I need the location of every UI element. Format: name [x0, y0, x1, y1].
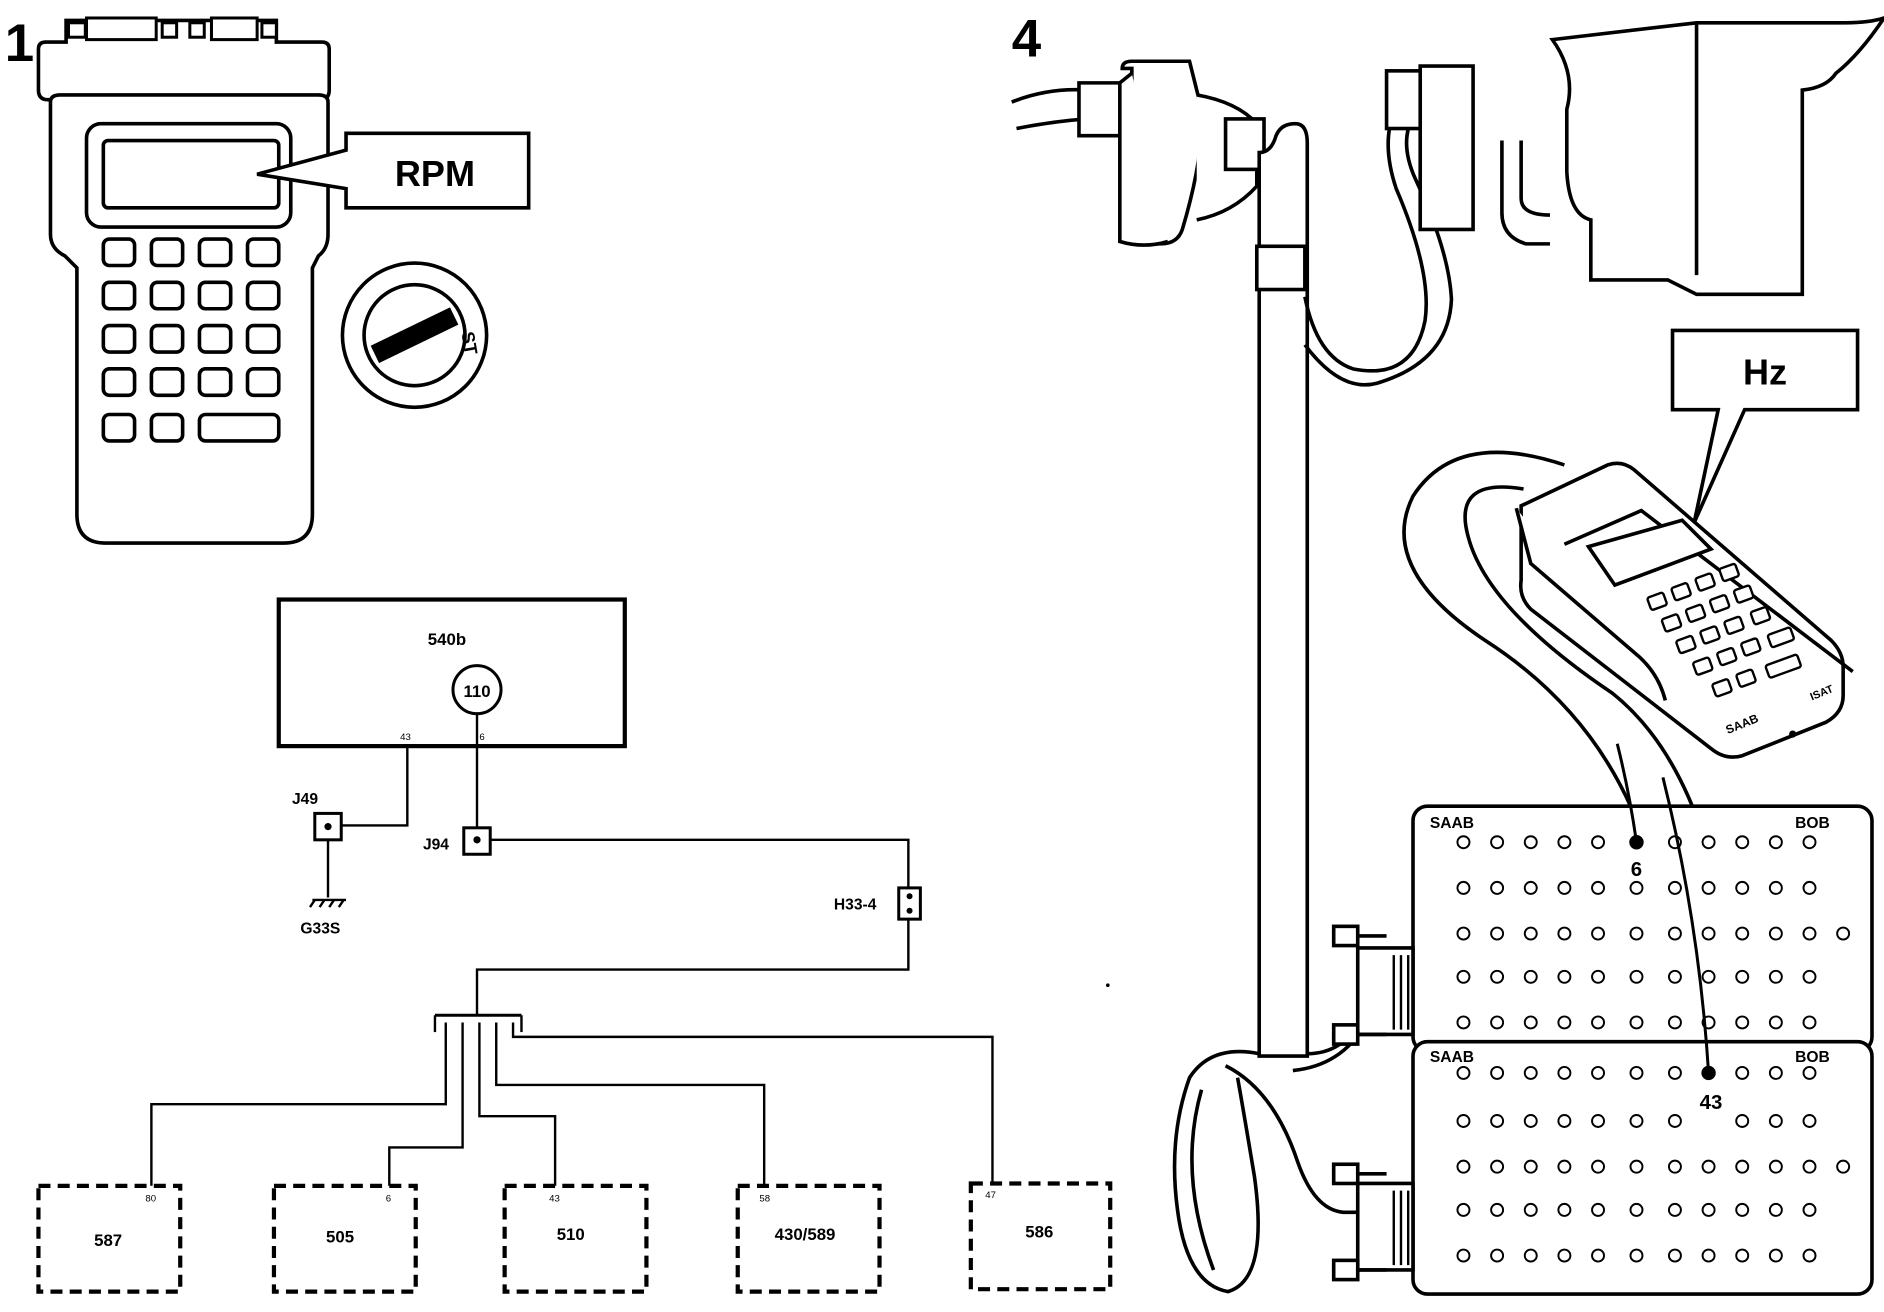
cable-harness [1011, 16, 1884, 1294]
module-587-pin: 80 [145, 1193, 156, 1204]
connector-j94-label: J94 [423, 836, 449, 853]
breakout-box-1-connector [1331, 924, 1415, 1046]
module-586: 47 586 [968, 1181, 1113, 1292]
breakout-box-1-brand: SAAB [1430, 815, 1474, 832]
control-unit-label: 540b [428, 630, 466, 649]
breakout-box-2-pin-label: 43 [1700, 1092, 1723, 1114]
connector-j49-label: J49 [292, 791, 318, 808]
control-unit-pin-43: 43 [400, 732, 411, 743]
module-430-589-label: 430/589 [775, 1225, 836, 1244]
breakout-box-2-brand: SAAB [1430, 1049, 1474, 1066]
module-587: 80 587 [36, 1183, 183, 1294]
module-510: 43 510 [502, 1183, 649, 1294]
rpm-callout-text: RPM [395, 153, 475, 194]
panel-number-4: 4 [1012, 9, 1042, 68]
module-505-pin: 6 [386, 1193, 391, 1204]
module-510-label: 510 [557, 1225, 585, 1244]
ground-icon [308, 898, 347, 908]
tester-keypad [101, 237, 281, 443]
control-unit-540b [276, 597, 627, 749]
breakout-box-2-pins [1456, 1065, 1851, 1263]
module-430-589-pin: 58 [759, 1193, 770, 1204]
module-505: 6 505 [271, 1183, 418, 1294]
breakout-box-2-label: BOB [1795, 1049, 1830, 1066]
module-505-label: 505 [326, 1227, 354, 1246]
breakout-box-1-pins [1456, 835, 1851, 1030]
hz-callout-text: Hz [1743, 351, 1787, 392]
breakout-box-1: SAAB BOB 6 [1331, 804, 1874, 1054]
module-586-label: 586 [1025, 1223, 1053, 1242]
breakout-box-1-label: BOB [1795, 815, 1830, 832]
module-510-pin: 43 [549, 1193, 560, 1204]
module-586-pin: 47 [985, 1190, 996, 1201]
module-430-589: 58 430/589 [735, 1183, 882, 1294]
wiring-diagram: 540b 110 43 6 J49 G33S J94 H33-4 [36, 597, 1113, 1294]
ground-point-label: G33S [300, 921, 340, 938]
breakout-box-2-connector [1331, 1162, 1415, 1282]
breakout-box-2: SAAB BOB 43 [1331, 1039, 1874, 1296]
component-circle-label: 110 [463, 682, 490, 701]
connector-h33-4-label: H33-4 [834, 897, 877, 914]
hz-callout: Hz [1670, 328, 1860, 524]
breakout-box-1-pin-label: 6 [1631, 859, 1642, 881]
panel-number-1: 1 [5, 14, 34, 73]
ignition-switch-icon: ST [340, 261, 489, 410]
control-unit-pin-6: 6 [479, 732, 484, 743]
module-587-label: 587 [94, 1231, 122, 1250]
rpm-callout: RPM [256, 131, 531, 210]
isat-tester: SAAB ISAT [1402, 450, 1854, 1018]
connector-h33-4 [897, 886, 922, 921]
ignition-st-label: ST [457, 330, 481, 356]
handheld-tester [36, 16, 332, 545]
isat-keypad [1646, 562, 1802, 698]
